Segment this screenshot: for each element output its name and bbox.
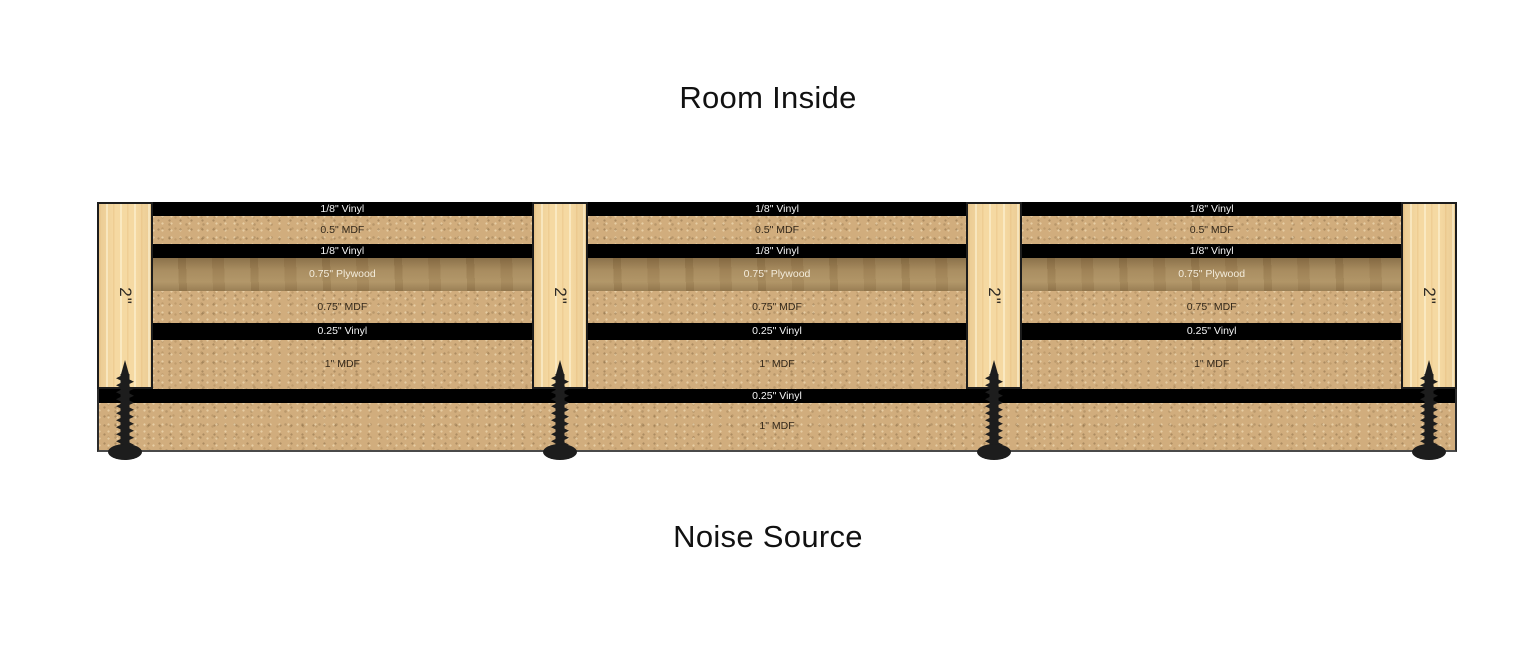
- layer-label: 0.75" Plywood: [308, 268, 376, 281]
- layer-label: 0.5" MDF: [320, 223, 365, 236]
- layer-label: 1" MDF: [759, 420, 795, 433]
- layer-vinyl: 1/8" Vinyl: [587, 244, 967, 258]
- stud-width-label: 2": [985, 286, 1005, 305]
- layer-vinyl: 1/8" Vinyl: [1022, 202, 1402, 216]
- layer-bay: 1/8" Vinyl 0.5" MDF 1/8" Vinyl 0.75" Plywoo…: [153, 202, 532, 389]
- layer-label: 0.75" Plywood: [1178, 268, 1246, 281]
- layer-vinyl: 0.25" Vinyl: [587, 323, 967, 340]
- layer-mdf: 0.5" MDF: [1022, 216, 1402, 244]
- layer-vinyl: 1/8" Vinyl: [587, 202, 967, 216]
- layer-mdf: 1" MDF: [1022, 340, 1402, 389]
- layer-label: 0.75" MDF: [752, 300, 802, 313]
- layer-vinyl: 1/8" Vinyl: [153, 202, 532, 216]
- screw-icon: [103, 358, 147, 462]
- layer-label: 0.75" Plywood: [743, 268, 811, 281]
- noise-source-label: Noise Source: [673, 519, 863, 554]
- layer-label: 0.25" Vinyl: [317, 325, 368, 338]
- layer-label: 0.25" Vinyl: [752, 325, 802, 338]
- layer-label: 1/8" Vinyl: [320, 244, 365, 257]
- layer-label: 1/8" Vinyl: [1189, 202, 1234, 215]
- stud-width-label: 2": [116, 286, 135, 305]
- layer-label: 0.25" Vinyl: [752, 389, 802, 402]
- layer-label: 0.25" Vinyl: [1186, 325, 1237, 338]
- layer-vinyl: 0.25" Vinyl: [99, 389, 1455, 403]
- wood-stud: 2": [531, 202, 588, 389]
- layer-label: 1/8" Vinyl: [755, 244, 799, 257]
- stud-width-label: 2": [550, 286, 570, 305]
- layer-plywood: 0.75" Plywood: [587, 258, 967, 291]
- layer-bay: 1/8" Vinyl 0.5" MDF 1/8" Vinyl 0.75" Plywoo…: [587, 202, 967, 389]
- wall-assembly: 2" 1/8" Vinyl 0.5" MDF 1/8" Vinyl 0.75" Plyw…: [97, 202, 1458, 452]
- screw-icon: [972, 358, 1016, 462]
- layer-plywood: 0.75" Plywood: [1022, 258, 1402, 291]
- layer-mdf: 0.5" MDF: [153, 216, 532, 244]
- layer-vinyl: 0.25" Vinyl: [1022, 323, 1402, 340]
- layer-label: 0.75" MDF: [1186, 300, 1237, 313]
- layer-vinyl: 0.25" Vinyl: [153, 323, 532, 340]
- layer-mdf: 0.75" MDF: [587, 291, 967, 323]
- screw-icon: [538, 358, 582, 462]
- layer-plywood: 0.75" Plywood: [153, 258, 532, 291]
- layer-label: 1/8" Vinyl: [320, 202, 365, 215]
- layer-label: 0.75" MDF: [317, 300, 368, 313]
- wood-stud: 2": [97, 202, 153, 389]
- layer-label: 0.5" MDF: [755, 223, 799, 236]
- layer-mdf: 0.75" MDF: [153, 291, 532, 323]
- room-inside-label: Room Inside: [679, 80, 857, 115]
- layer-bay: 1/8" Vinyl 0.5" MDF 1/8" Vinyl 0.75" Plywoo…: [1022, 202, 1402, 389]
- layer-label: 1/8" Vinyl: [755, 202, 799, 215]
- layer-mdf: 1" MDF: [153, 340, 532, 389]
- layer-label: 0.5" MDF: [1189, 223, 1234, 236]
- stud-width-label: 2": [1420, 286, 1440, 305]
- layer-label: 1" MDF: [759, 358, 795, 371]
- layer-mdf: 1" MDF: [587, 340, 967, 389]
- base-layers: 0.25" Vinyl 1" MDF: [97, 389, 1457, 452]
- layer-label: 1" MDF: [324, 358, 360, 371]
- studs-and-bays: 2" 1/8" Vinyl 0.5" MDF 1/8" Vinyl 0.75" Plyw…: [97, 202, 1458, 389]
- layer-mdf: 0.75" MDF: [1022, 291, 1402, 323]
- layer-mdf: 1" MDF: [99, 402, 1455, 450]
- layer-vinyl: 1/8" Vinyl: [1022, 244, 1402, 258]
- layer-mdf: 0.5" MDF: [587, 216, 967, 244]
- layer-label: 1" MDF: [1194, 358, 1230, 371]
- layer-vinyl: 1/8" Vinyl: [153, 244, 532, 258]
- wood-stud: 2": [966, 202, 1023, 389]
- screw-icon: [1407, 358, 1451, 462]
- layer-label: 1/8" Vinyl: [1189, 244, 1234, 257]
